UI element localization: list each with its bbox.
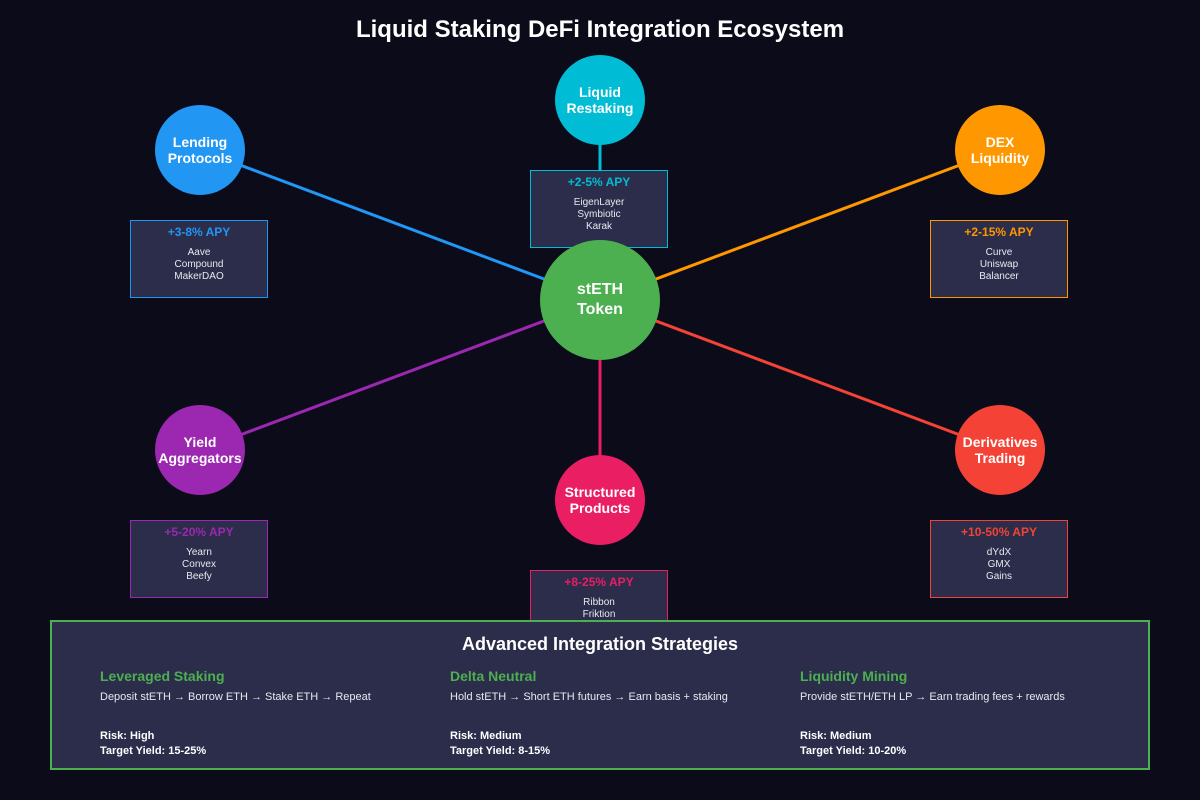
- strategy-risk: Risk: Medium: [800, 730, 872, 742]
- node-structured-products: Structured Products: [555, 455, 645, 545]
- strategy-leveraged-staking: Leveraged Staking Deposit stETH → Borrow…: [100, 667, 440, 759]
- protocol-name: Karak: [585, 221, 613, 232]
- node-steth-token: stETH Token: [540, 240, 660, 360]
- protocol-name: Symbiotic: [577, 209, 621, 220]
- protocol-name: Compound: [174, 259, 224, 270]
- strategies-title: Advanced Integration Strategies: [461, 634, 739, 654]
- protocol-name: Friktion: [582, 609, 616, 620]
- protocol-name: GMX: [987, 559, 1011, 570]
- node-liquid-restaking: Liquid Restaking: [555, 55, 645, 145]
- protocol-name: Yearn: [186, 547, 212, 558]
- node-lending-protocols: Lending Protocols: [155, 105, 245, 195]
- apy-label: +8-25% APY: [564, 575, 634, 589]
- node-derivatives-trading: Derivatives Trading: [955, 405, 1045, 495]
- link-lending: [199, 148, 601, 302]
- info-box-yield: +5-20% APY Yearn Convex Beefy: [130, 520, 268, 598]
- strategy-name: Liquidity Mining: [800, 668, 908, 684]
- strategy-name: Delta Neutral: [450, 668, 537, 684]
- apy-label: +5-20% APY: [164, 525, 234, 539]
- protocol-name: Convex: [182, 559, 216, 570]
- strategy-target-yield: Target Yield: 8-15%: [450, 745, 551, 757]
- diagram-title: Liquid Staking DeFi Integration Ecosyste…: [355, 16, 845, 43]
- strategy-risk: Risk: Medium: [450, 730, 522, 742]
- link-yield: [199, 298, 601, 452]
- link-derivatives: [599, 298, 1001, 452]
- info-box-restaking: +2-5% APY EigenLayer Symbiotic Karak: [530, 170, 668, 248]
- protocol-name: Beefy: [186, 571, 212, 582]
- strategy-delta-neutral: Delta Neutral Hold stETH → Short ETH fut…: [450, 667, 790, 759]
- apy-label: +2-5% APY: [567, 175, 631, 189]
- node-dex-liquidity: DEX Liquidity: [955, 105, 1045, 195]
- protocol-name: dYdX: [986, 547, 1012, 558]
- link-dex: [599, 148, 1001, 302]
- strategy-target-yield: Target Yield: 15-25%: [100, 745, 207, 757]
- protocol-name: MakerDAO: [174, 271, 224, 282]
- apy-label: +10-50% APY: [961, 525, 1037, 539]
- apy-label: +2-15% APY: [964, 225, 1034, 239]
- info-box-derivatives: +10-50% APY dYdX GMX Gains: [930, 520, 1068, 598]
- protocol-name: Gains: [985, 571, 1013, 582]
- strategy-name: Leveraged Staking: [100, 668, 225, 684]
- strategy-flow: Hold stETH → Short ETH futures → Earn ba…: [450, 691, 728, 703]
- strategy-target-yield: Target Yield: 10-20%: [800, 745, 907, 757]
- apy-label: +3-8% APY: [167, 225, 231, 239]
- protocol-name: Balancer: [979, 271, 1019, 282]
- info-box-dex: +2-15% APY Curve Uniswap Balancer: [930, 220, 1068, 298]
- strategy-liquidity-mining: Liquidity Mining Provide stETH/ETH LP → …: [800, 667, 1140, 759]
- protocol-name: EigenLayer: [573, 197, 625, 208]
- strategy-flow: Deposit stETH → Borrow ETH → Stake ETH →…: [100, 691, 371, 703]
- info-box-lending: +3-8% APY Aave Compound MakerDAO: [130, 220, 268, 298]
- protocol-name: Curve: [985, 247, 1013, 258]
- protocol-name: Ribbon: [583, 597, 615, 608]
- protocol-name: Uniswap: [979, 259, 1019, 270]
- strategies-panel: Advanced Integration Strategies Leverage…: [50, 620, 1150, 770]
- node-yield-aggregators: Yield Aggregators: [155, 405, 245, 495]
- strategy-risk: Risk: High: [100, 730, 155, 742]
- protocol-name: Aave: [187, 247, 211, 258]
- strategy-flow: Provide stETH/ETH LP → Earn trading fees…: [800, 691, 1065, 703]
